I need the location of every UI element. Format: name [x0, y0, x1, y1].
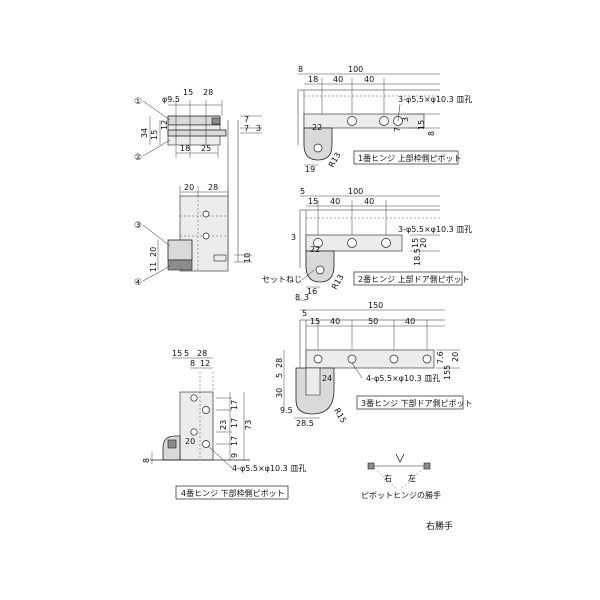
- dim-r3-5b: 5: [275, 373, 284, 378]
- dim-r3-5: 5: [302, 309, 307, 318]
- view-right-1: 8 100 18 40 40 3-φ5.5×φ10.3 皿孔 22 7 3 15…: [297, 65, 472, 174]
- dim-r2-100: 100: [348, 187, 363, 196]
- dim-r3-40a: 40: [330, 317, 340, 326]
- holes-note-r2: 3-φ5.5×φ10.3 皿孔: [398, 225, 472, 234]
- dim-r1-15: 15: [417, 120, 426, 130]
- caption-hinge-2: 2番ヒンジ 上部ドア側ピボット: [358, 274, 470, 284]
- dim-r1-100: 100: [348, 65, 363, 74]
- dim-r2-22: 22: [310, 245, 320, 254]
- dim-tl-15: 15: [183, 88, 193, 97]
- dim-r2-18.5: 18.5: [413, 248, 422, 266]
- dim-tl-25: 25: [201, 144, 211, 153]
- dim-r3-28.5: 28.5: [296, 419, 314, 428]
- dim-r3-28: 28: [275, 358, 284, 368]
- dim-r3-50: 50: [368, 317, 378, 326]
- dim-bl-15: 15: [172, 349, 182, 358]
- dim-r3-15: 15: [310, 317, 320, 326]
- dim-r2-3: 3: [291, 233, 296, 242]
- dim-bl-17a: 17: [230, 400, 239, 410]
- dim-r3-R15: R15: [332, 407, 348, 425]
- view-right-3: 8 3 5 150 15 40 50 40 4-φ5.5×φ10.3 皿孔 28…: [275, 293, 473, 428]
- dim-ml-28: 28: [208, 183, 218, 192]
- dim-tl-7a: 7: [244, 115, 249, 124]
- view-bottom-left: 15 5 28 8 12 17 17 23 17 9 73 20 8 4-φ5.…: [142, 349, 306, 500]
- dim-bl-28: 28: [197, 349, 207, 358]
- dim-tl-18: 18: [180, 144, 190, 153]
- marker-1: ①: [134, 97, 142, 107]
- dim-bl-5: 5: [184, 349, 189, 358]
- caption-hinge-4: 4番ヒンジ 下部枠側ピボット: [181, 488, 285, 498]
- hand-caption: ピボットヒンジの勝手: [361, 490, 441, 500]
- dim-r1-40b: 40: [364, 75, 374, 84]
- holes-note-bl: 4-φ5.5×φ10.3 皿孔: [232, 464, 306, 473]
- dim-bl-9: 9: [230, 453, 239, 458]
- dim-r3-9.5: 9.5: [280, 406, 293, 415]
- dim-bl-23: 23: [219, 420, 228, 430]
- dim-tl-12: 12: [160, 120, 169, 130]
- dim-bl-8: 8: [190, 359, 195, 368]
- view-right-2: 5 100 15 40 40 3-φ5.5×φ10.3 皿孔 3 22 15 2…: [262, 187, 472, 296]
- footer-right-hand: 右勝手: [426, 520, 453, 532]
- dim-r2-40a: 40: [330, 197, 340, 206]
- dim-bl-12: 12: [200, 359, 210, 368]
- dim-r3-24: 24: [322, 374, 332, 383]
- dim-r2-20: 20: [419, 238, 428, 248]
- dim-r1-8: 8: [298, 65, 303, 74]
- set-screw-label: セットねじ: [262, 275, 302, 284]
- dim-bl-17b: 17: [230, 418, 239, 428]
- dim-r2-40b: 40: [364, 197, 374, 206]
- dim-r3-150: 150: [368, 301, 383, 310]
- dim-r3-20: 20: [451, 352, 460, 362]
- caption-hinge-3: 3番ヒンジ 下部ドア側ピボット: [361, 398, 473, 408]
- dim-r1-22: 22: [312, 123, 322, 132]
- marker-3: ③: [134, 221, 142, 231]
- dim-bl-20: 20: [185, 437, 195, 446]
- dim-r3-40b: 40: [405, 317, 415, 326]
- dim-tl-3: 3: [256, 124, 261, 133]
- dim-r2-15b: 15: [411, 238, 420, 248]
- dim-r3-7.6: 7.6: [436, 351, 445, 364]
- dim-tl-34: 34: [140, 128, 149, 138]
- dim-r1-7: 7: [393, 127, 402, 132]
- dim-ml-11: 11: [149, 262, 158, 272]
- dim-r2-5: 5: [300, 187, 305, 196]
- dim-bl-73: 73: [244, 420, 253, 430]
- dim-tl-28: 28: [203, 88, 213, 97]
- dim-bl-8b: 8: [142, 458, 151, 463]
- dim-r1-18: 18: [308, 75, 318, 84]
- dim-r3-8: 8: [295, 293, 300, 302]
- dim-r1-8b: 8: [427, 131, 436, 136]
- dim-tl-15b: 15: [150, 130, 159, 140]
- dim-bl-17c: 17: [230, 436, 239, 446]
- marker-2: ②: [134, 153, 142, 163]
- dim-r1-40a: 40: [333, 75, 343, 84]
- dim-tl-phi: φ9.5: [162, 95, 180, 104]
- dim-ml-10: 10: [243, 253, 252, 263]
- caption-hinge-1: 1番ヒンジ 上部枠側ピボット: [358, 153, 462, 163]
- dim-r2-16: 16: [307, 287, 317, 296]
- dim-ml-20: 20: [184, 183, 194, 192]
- dim-r2-15: 15: [308, 197, 318, 206]
- view-mid-left: 20 28 20 11 10 ③ ④: [134, 183, 252, 288]
- dim-r3-30: 30: [275, 388, 284, 398]
- dim-r3-5c: 5: [443, 365, 452, 370]
- hand-left-label: 左: [408, 473, 416, 483]
- dim-r1-19: 19: [305, 165, 315, 174]
- dim-r3-3: 3: [304, 293, 309, 302]
- holes-note-r1: 3-φ5.5×φ10.3 皿孔: [398, 95, 472, 104]
- holes-note-r3: 4-φ5.5×φ10.3 皿孔: [366, 374, 440, 383]
- dim-tl-7b: 7: [244, 124, 249, 133]
- dim-ml-20b: 20: [149, 247, 158, 257]
- dim-r1-3: 3: [401, 117, 410, 122]
- view-top-left: φ9.5 15 28 34 15 12 7 7 3 18 25 ① ②: [134, 88, 262, 262]
- dim-r3-15b: 15: [443, 370, 452, 380]
- handing-diagram: 右 左 ピボットヒンジの勝手: [361, 453, 441, 500]
- hand-right-label: 右: [384, 473, 392, 483]
- marker-4: ④: [134, 278, 142, 288]
